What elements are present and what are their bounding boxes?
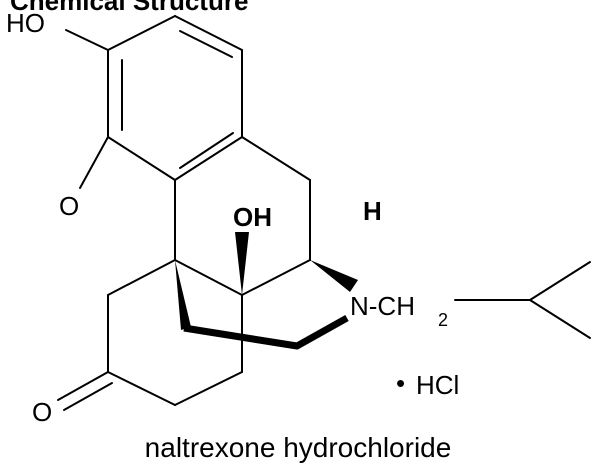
double-bond-inner: [179, 30, 233, 58]
wedge-bond: [175, 260, 191, 330]
label-o-ketone: O: [32, 397, 52, 427]
bond: [107, 371, 176, 406]
salt-bullet: •: [396, 368, 405, 398]
bond: [174, 259, 243, 296]
label-hcl: HCl: [416, 370, 459, 400]
bond: [174, 136, 243, 181]
bond: [65, 29, 109, 51]
label-oh: OH: [233, 202, 272, 232]
double-bond-inner: [63, 382, 113, 411]
bond: [241, 259, 311, 296]
bond: [107, 15, 176, 51]
bond-lines: [57, 15, 591, 411]
bond: [529, 261, 591, 301]
bridge-bond: [183, 314, 349, 350]
bond: [57, 371, 109, 401]
bond: [79, 136, 109, 189]
figure-heading: Chemical Structure: [10, 0, 249, 16]
double-bond-inner: [179, 132, 234, 169]
label-n-ch: N-CH: [350, 291, 415, 321]
wedge-bonds: [175, 232, 358, 330]
bond: [241, 136, 311, 181]
bridge-bonds: [183, 314, 349, 350]
compound-name: naltrexone hydrochloride: [144, 432, 452, 463]
bond: [174, 15, 243, 51]
bond: [174, 371, 243, 406]
label-h: H: [363, 196, 382, 226]
label-ho: HO: [6, 8, 45, 38]
label-subscript: 2: [438, 310, 448, 330]
bond: [107, 136, 176, 181]
wedge-bond: [310, 260, 358, 292]
wedge-bond: [235, 232, 249, 295]
label-o-ether: O: [59, 191, 79, 221]
bond: [529, 299, 591, 339]
bond: [107, 259, 176, 296]
